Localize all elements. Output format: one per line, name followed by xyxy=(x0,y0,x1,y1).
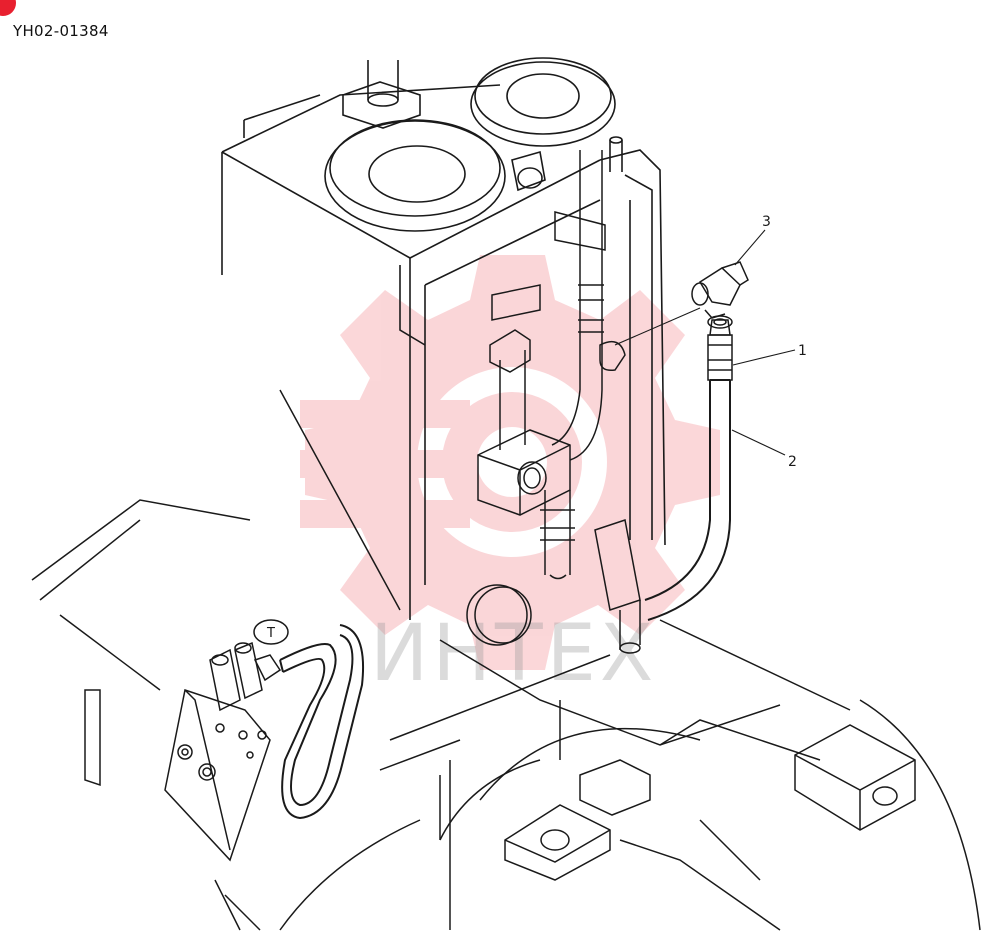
callout-3: 3 xyxy=(762,214,771,230)
callout-2: 2 xyxy=(788,454,797,470)
machine-frame xyxy=(31,389,981,931)
leader-lines xyxy=(614,229,796,456)
watermark-text: ИНТЕХ xyxy=(370,609,657,699)
part-number: YH02-01384 xyxy=(13,22,109,40)
hose-end-fitting xyxy=(707,315,733,381)
elbow-fitting xyxy=(691,261,749,319)
hydraulic-tank xyxy=(221,57,666,620)
tank-piping xyxy=(466,150,641,654)
port-label-text: T xyxy=(266,626,275,641)
port-label-t: T xyxy=(253,619,289,645)
corner-marker xyxy=(0,0,16,16)
callout-1: 1 xyxy=(798,343,807,359)
watermark-logo xyxy=(300,255,720,670)
control-valve-block xyxy=(164,641,282,862)
return-hose xyxy=(279,624,364,820)
